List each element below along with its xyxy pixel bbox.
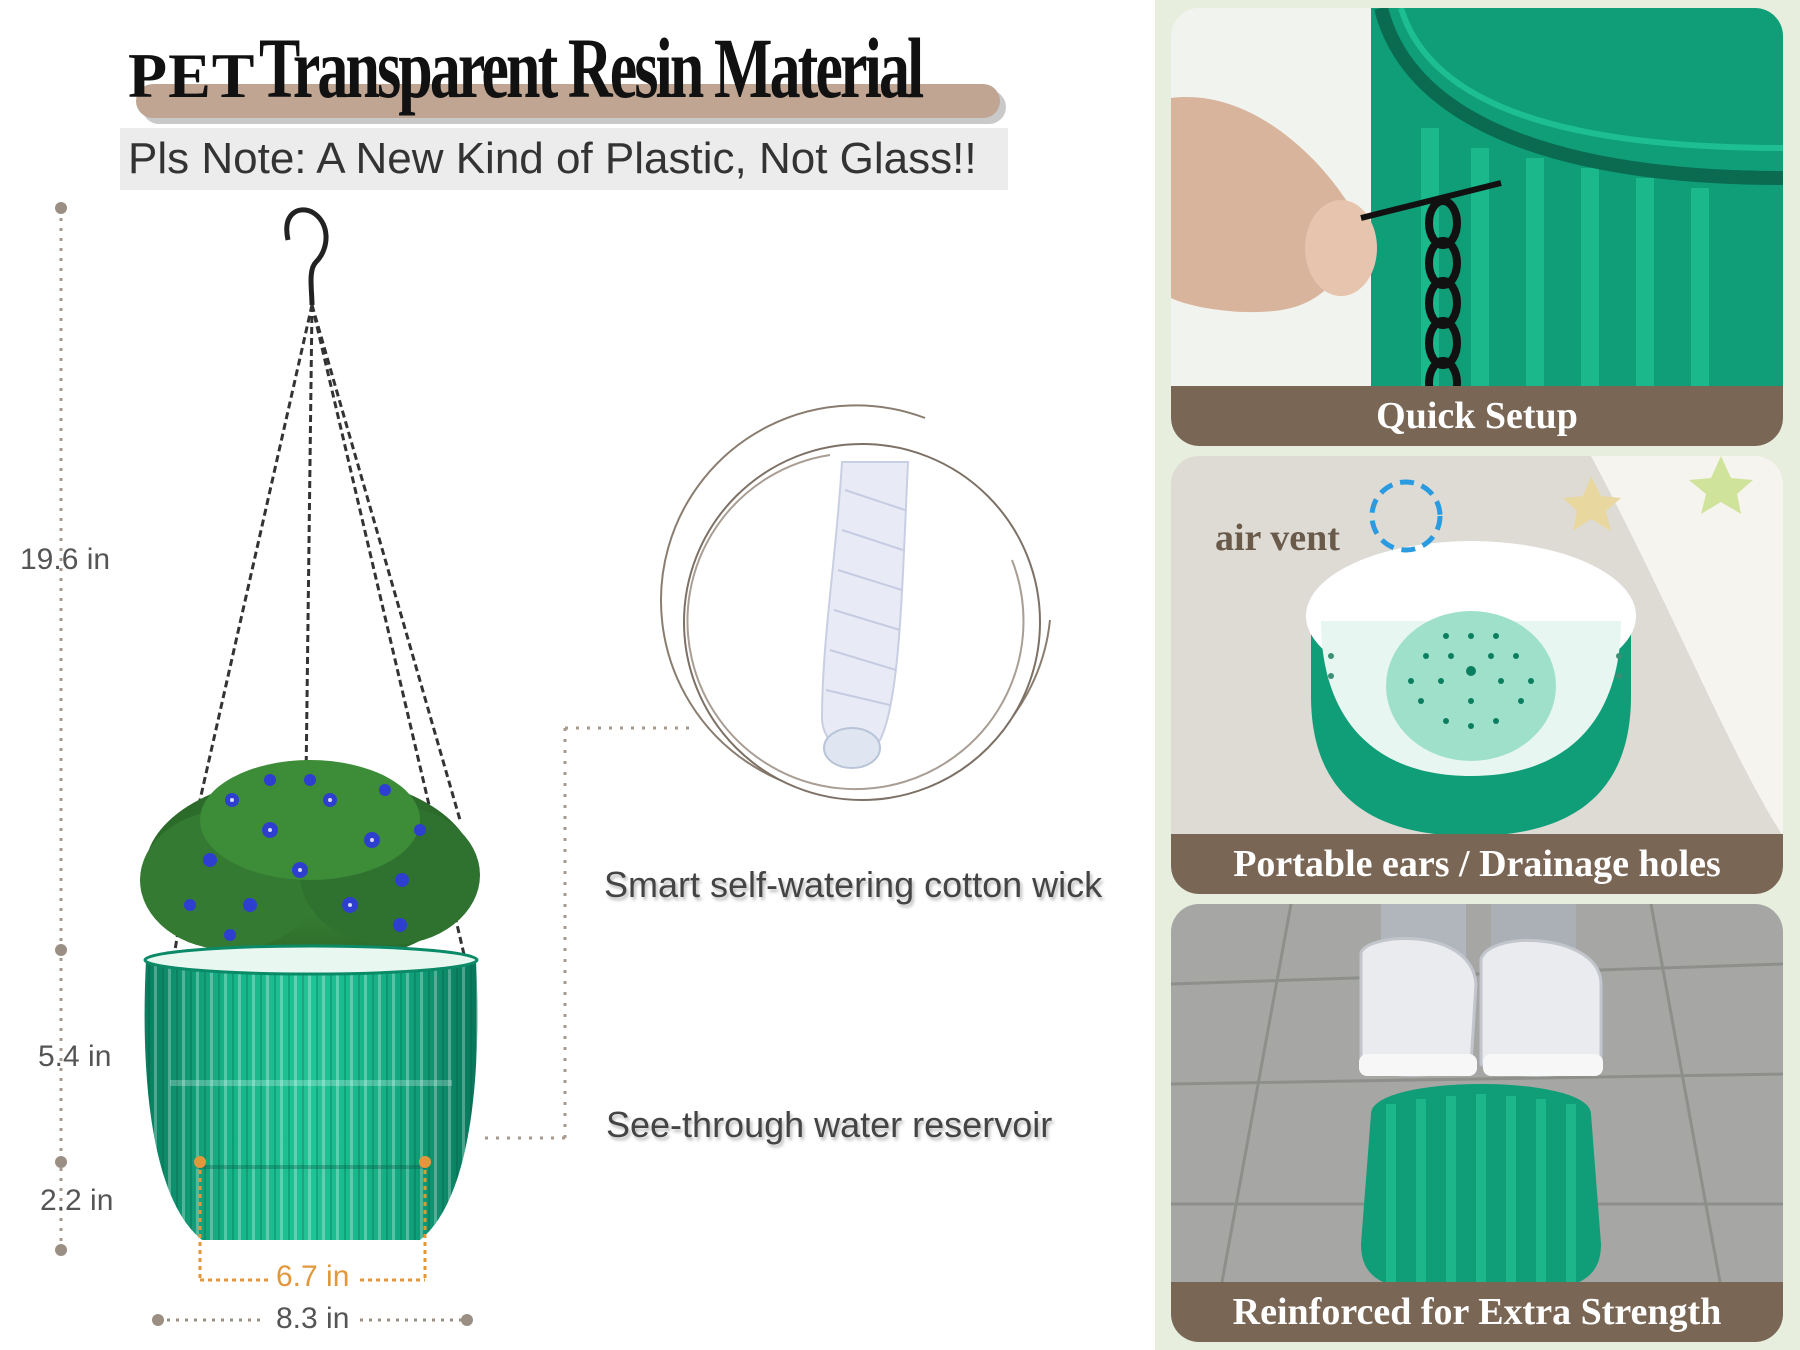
callout-connector	[485, 726, 690, 1140]
page-title: PET Transparent Resin Material	[128, 18, 1008, 118]
quick-setup-photo	[1171, 8, 1783, 446]
outer-width-dimension	[152, 1314, 473, 1326]
panel-label-strength: Reinforced for Extra Strength	[1171, 1282, 1783, 1342]
plant-foliage	[140, 760, 480, 965]
title-block: PET Transparent Resin Material	[128, 18, 1008, 128]
feature-panel-strength: Reinforced for Extra Strength	[1171, 904, 1783, 1342]
feature-panel-drainage: air vent Portable ears / Drainage holes	[1171, 456, 1783, 894]
feature-panels: Quick Setup air vent	[1155, 0, 1800, 1350]
total-height-label: 19.6 in	[20, 543, 111, 576]
base-height-label: 2.2 in	[40, 1184, 114, 1217]
pot-height-label: 5.4 in	[38, 1040, 112, 1073]
outer-width-label: 8.3 in	[276, 1302, 350, 1335]
inner-width-marker-right	[419, 1156, 431, 1168]
air-vent-highlight-icon	[1369, 479, 1443, 553]
planter-pot	[143, 944, 479, 1240]
hanging-hook-icon	[284, 207, 329, 306]
product-illustration: PET Transparent Resin Material Pls Note:…	[20, 18, 1103, 1335]
strength-photo	[1171, 904, 1783, 1342]
title-underline-band	[136, 84, 1000, 118]
height-dimension-line	[55, 202, 67, 1256]
title-pet: PET	[128, 40, 256, 111]
reservoir-callout: See-through water reservoir	[606, 1104, 1053, 1145]
planter-drawing	[55, 202, 1051, 1326]
wick-zoom-circle	[660, 404, 1051, 801]
material-note: Pls Note: A New Kind of Plastic, Not Gla…	[120, 128, 1008, 190]
inner-width-marker-left	[194, 1156, 206, 1168]
feature-panel-quick-setup: Quick Setup	[1171, 8, 1783, 446]
drainage-photo	[1171, 456, 1783, 894]
air-vent-annotation: air vent	[1215, 517, 1340, 559]
wick-callout: Smart self-watering cotton wick	[604, 864, 1103, 905]
inner-width-label: 6.7 in	[276, 1260, 350, 1293]
water-droplet-icon	[823, 727, 881, 769]
inner-width-dimension	[198, 1162, 427, 1282]
panel-label-drainage: Portable ears / Drainage holes	[1171, 834, 1783, 894]
title-main: Transparent Resin Material	[259, 20, 924, 116]
panel-label-quick-setup: Quick Setup	[1171, 386, 1783, 446]
